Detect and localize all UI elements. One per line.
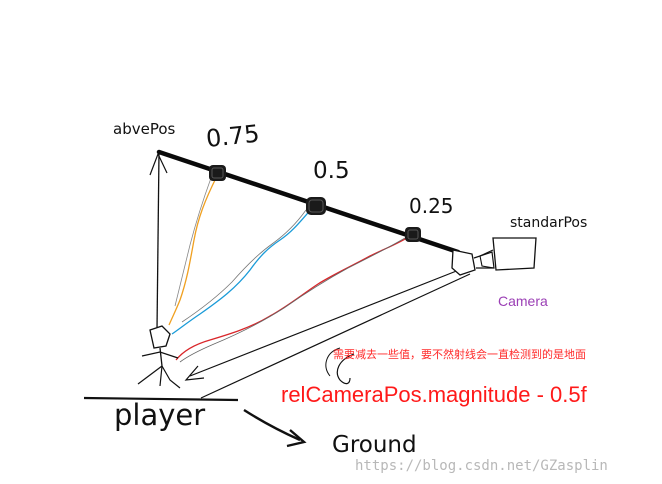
- camera-icon: [451, 249, 495, 276]
- sample-point-icon: [209, 165, 226, 181]
- ground-arrow: [243, 408, 301, 442]
- ray-05-inner: [181, 209, 307, 323]
- note-pointer-2: [325, 347, 341, 377]
- ray-025-inner: [179, 237, 406, 363]
- ray-05: [171, 206, 314, 335]
- ray-075-inner: [174, 177, 212, 307]
- ray-075: [168, 175, 218, 326]
- formula-text: relCameraPos.magnitude - 0.5f: [281, 382, 588, 407]
- ground-label: Ground: [332, 432, 417, 458]
- ground-arrow-head: [286, 429, 307, 448]
- mark-05-label: 0.5: [313, 158, 350, 184]
- note-text: 需要减去一些值，要不然射线会一直检测到的是地面: [333, 347, 586, 361]
- ground-line: [83, 396, 239, 402]
- rel-camera-pos-line-a: [189, 269, 460, 377]
- stick-figure-icon: [137, 325, 181, 389]
- watermark-text: https://blog.csdn.net/GZasplin: [355, 458, 608, 474]
- vertical-line: [156, 151, 160, 331]
- mark-075-label: 0.75: [205, 120, 261, 153]
- standard-camera-icon: [479, 237, 537, 271]
- player-label: player: [114, 398, 205, 432]
- camera-label: Camera: [498, 293, 548, 309]
- sample-point-icon: [306, 197, 326, 215]
- standard-pos-label: standarPos: [510, 215, 587, 231]
- note-pointer: [336, 353, 355, 385]
- rel-camera-pos-arrow: [184, 365, 205, 381]
- above-pos-label: abvePos: [113, 120, 176, 138]
- rel-camera-pos-line-b: [200, 273, 471, 399]
- sample-point-icon: [405, 227, 421, 242]
- mark-025-label: 0.25: [409, 194, 454, 218]
